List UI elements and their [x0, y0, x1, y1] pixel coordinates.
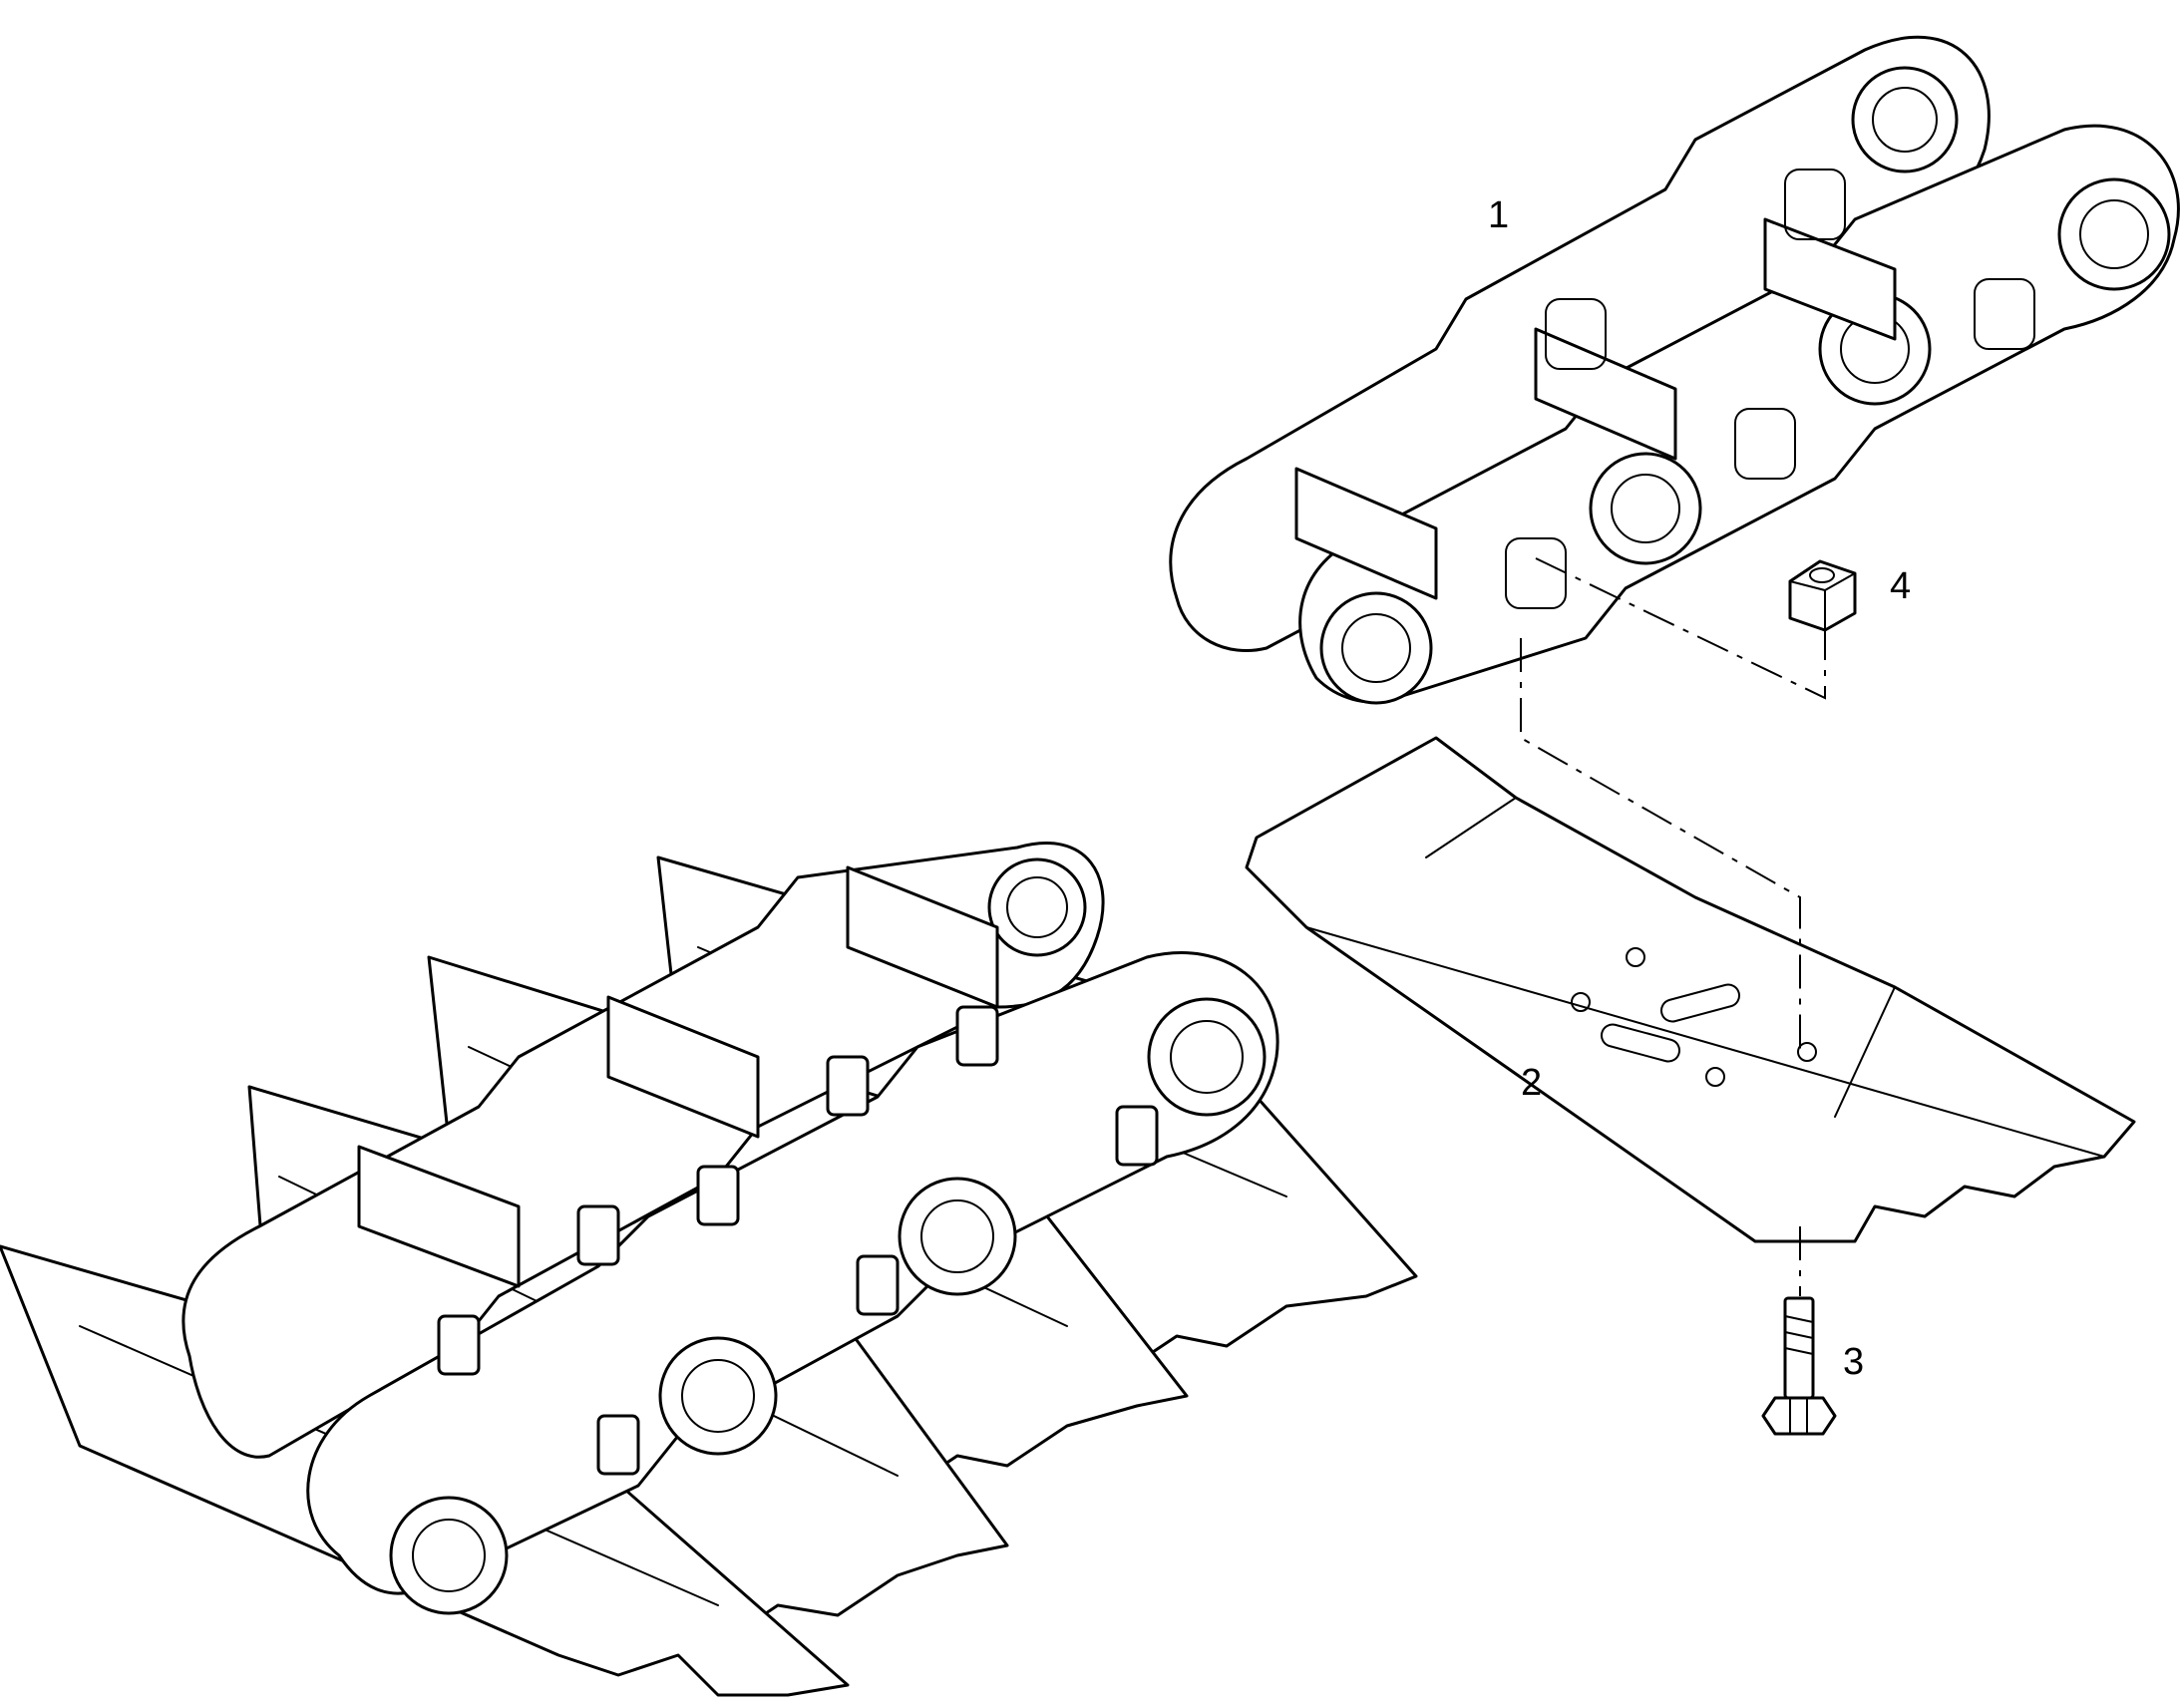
assembly-leader-lines [1520, 557, 1826, 1296]
callout-1: 1 [1488, 194, 1509, 236]
track-shoe-part-2 [1245, 736, 2136, 1243]
callout-2: 2 [1521, 1062, 1542, 1104]
assembled-track-section [0, 842, 1418, 1697]
callout-labels: 1 2 3 4 [1488, 194, 1911, 1383]
callout-3: 3 [1843, 1341, 1864, 1383]
shoe-bolt-part-3 [1761, 1296, 1837, 1436]
track-chain-part-1 [1169, 35, 2180, 705]
chain-link-rail-far [182, 842, 1105, 1459]
bushing-set [357, 865, 999, 1288]
chain-link-rail-near [306, 951, 1279, 1615]
callout-4: 4 [1890, 565, 1911, 607]
shoe-nut-row [437, 1005, 1159, 1476]
shoe-nut-part-4 [1788, 559, 1857, 632]
